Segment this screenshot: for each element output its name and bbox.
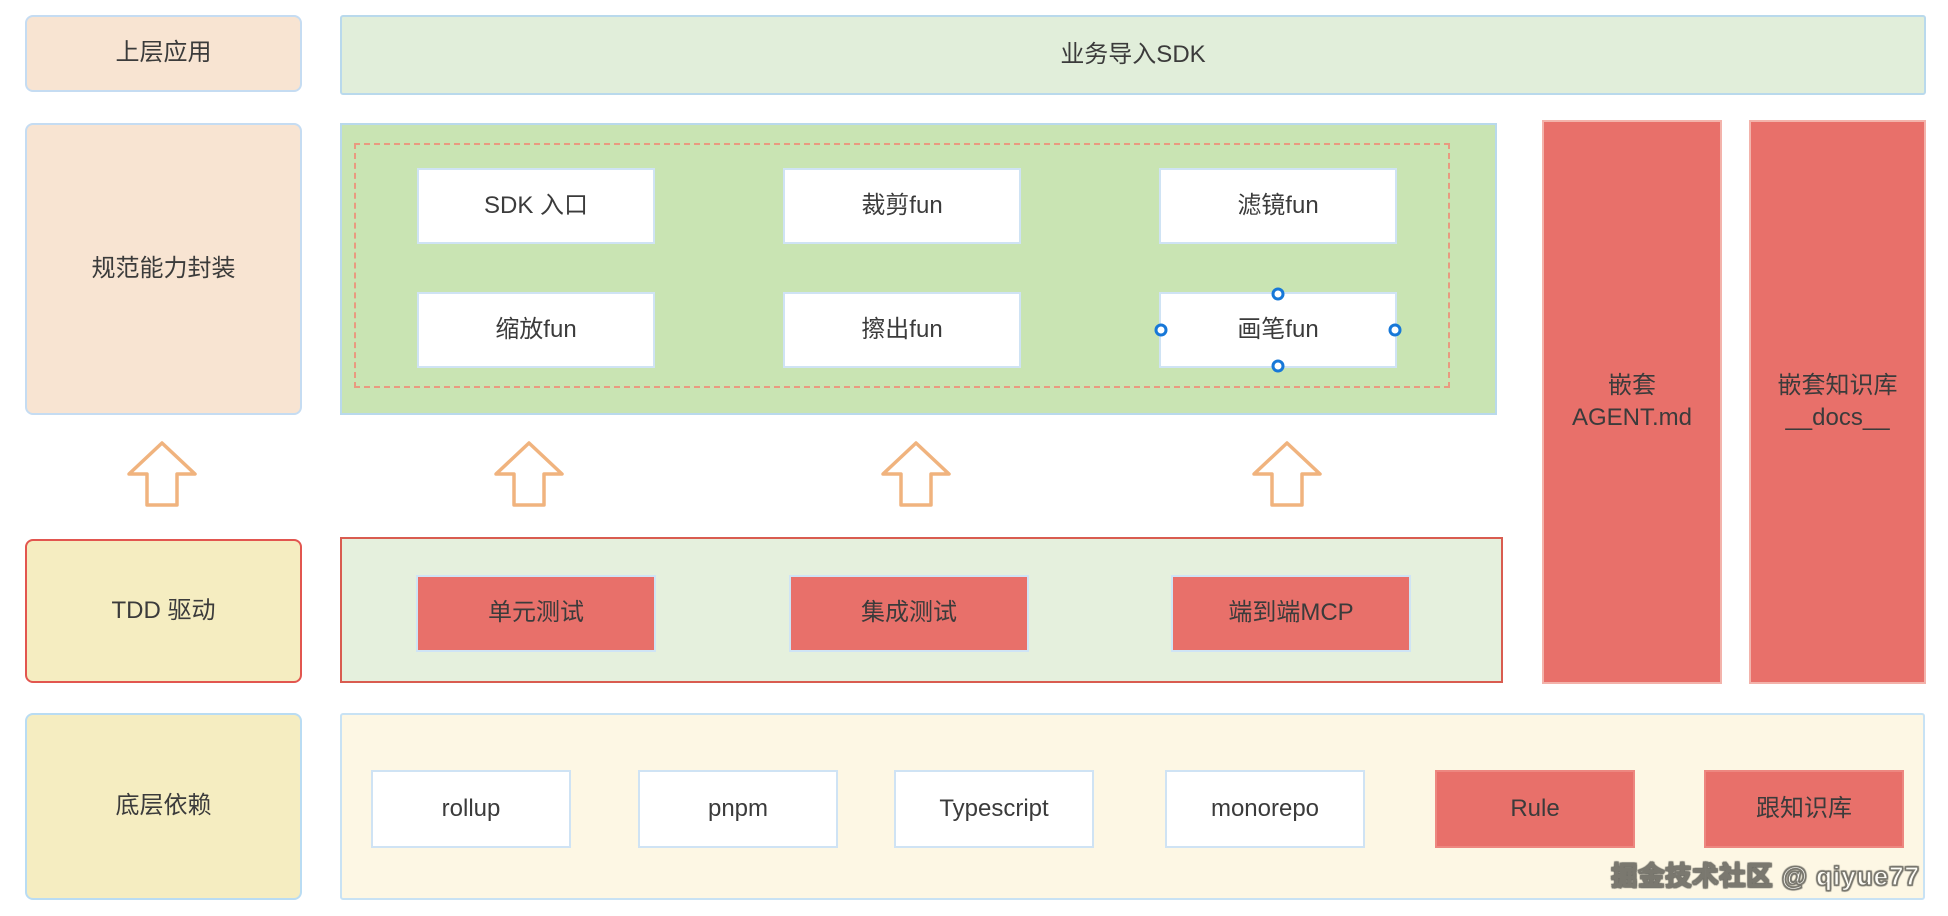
test-panel[interactable]: 单元测试 集成测试 端到端MCP [340,537,1503,683]
node-docs-line1: 嵌套知识库 [1777,371,1898,399]
node-integration-test[interactable]: 集成测试 [789,575,1029,652]
node-typescript[interactable]: Typescript [894,770,1094,848]
node-tdd-label: TDD 驱动 [111,596,216,624]
module-group-dashed-border [354,143,1450,388]
node-agent-md-column[interactable]: 嵌套 AGENT.md [1542,120,1722,684]
node-monorepo-label: monorepo [1210,794,1320,822]
node-erase-fun-label: 擦出fun [861,315,943,343]
module-panel[interactable]: SDK 入口 裁剪fun 滤镜fun 缩放fun 擦出fun 画笔fun [340,123,1497,415]
node-unit-test[interactable]: 单元测试 [416,575,656,652]
node-capability-wrapper[interactable]: 规范能力封装 [25,123,302,415]
node-tdd[interactable]: TDD 驱动 [25,539,302,683]
node-top-app-label: 上层应用 [115,39,212,67]
node-zoom-fun-label: 缩放fun [495,315,577,343]
node-brush-fun[interactable]: 画笔fun [1154,287,1402,373]
node-zoom-fun[interactable]: 缩放fun [417,292,655,368]
selection-handle-right[interactable] [1388,323,1402,337]
node-monorepo[interactable]: monorepo [1165,770,1365,848]
node-knowledge-base[interactable]: 跟知识库 [1704,770,1904,848]
node-rule-label: Rule [1510,794,1560,822]
node-rule[interactable]: Rule [1435,770,1635,848]
node-foundation[interactable]: 底层依赖 [25,713,302,900]
up-arrow-icon[interactable] [492,440,566,508]
node-brush-fun-label: 画笔fun [1237,315,1319,343]
node-top-app[interactable]: 上层应用 [25,15,302,92]
node-docs-column[interactable]: 嵌套知识库 __docs__ [1749,120,1926,684]
node-agent-md-line2: AGENT.md [1571,404,1693,431]
node-docs-line2: __docs__ [1785,404,1890,431]
up-arrow-icon[interactable] [125,440,199,508]
up-arrow-icon[interactable] [879,440,953,508]
node-crop-fun-label: 裁剪fun [861,191,943,219]
node-pnpm[interactable]: pnpm [638,770,838,848]
node-rollup-label: rollup [441,794,501,822]
node-erase-fun[interactable]: 擦出fun [783,292,1021,368]
node-sdk-import-bar-label: 业务导入SDK [1060,40,1206,68]
node-pnpm-label: pnpm [707,794,769,822]
dependency-panel[interactable]: rollup pnpm Typescript monorepo Rule 跟知识… [340,713,1925,900]
node-rollup[interactable]: rollup [371,770,571,848]
selection-handle-top[interactable] [1271,287,1285,301]
node-crop-fun[interactable]: 裁剪fun [783,168,1021,244]
node-sdk-entry-label: SDK 入口 [483,191,588,219]
selection-handle-bottom[interactable] [1271,359,1285,373]
selection-handle-left[interactable] [1154,323,1168,337]
node-e2e-mcp[interactable]: 端到端MCP [1171,575,1411,652]
up-arrow-icon[interactable] [1250,440,1324,508]
node-sdk-import-bar[interactable]: 业务导入SDK [340,15,1926,95]
node-typescript-label: Typescript [939,794,1049,822]
node-filter-fun[interactable]: 滤镜fun [1159,168,1397,244]
node-foundation-label: 底层依赖 [115,792,212,820]
watermark: 掘金技术社区 @ qiyue77 [1611,860,1920,891]
node-filter-fun-label: 滤镜fun [1237,191,1319,219]
node-sdk-entry[interactable]: SDK 入口 [417,168,655,244]
node-unit-test-label: 单元测试 [488,599,584,627]
node-integration-test-label: 集成测试 [861,599,957,627]
node-e2e-mcp-label: 端到端MCP [1228,599,1354,627]
node-capability-wrapper-label: 规范能力封装 [91,254,236,282]
node-agent-md-line1: 嵌套 [1608,371,1656,399]
node-knowledge-base-label: 跟知识库 [1756,794,1852,822]
